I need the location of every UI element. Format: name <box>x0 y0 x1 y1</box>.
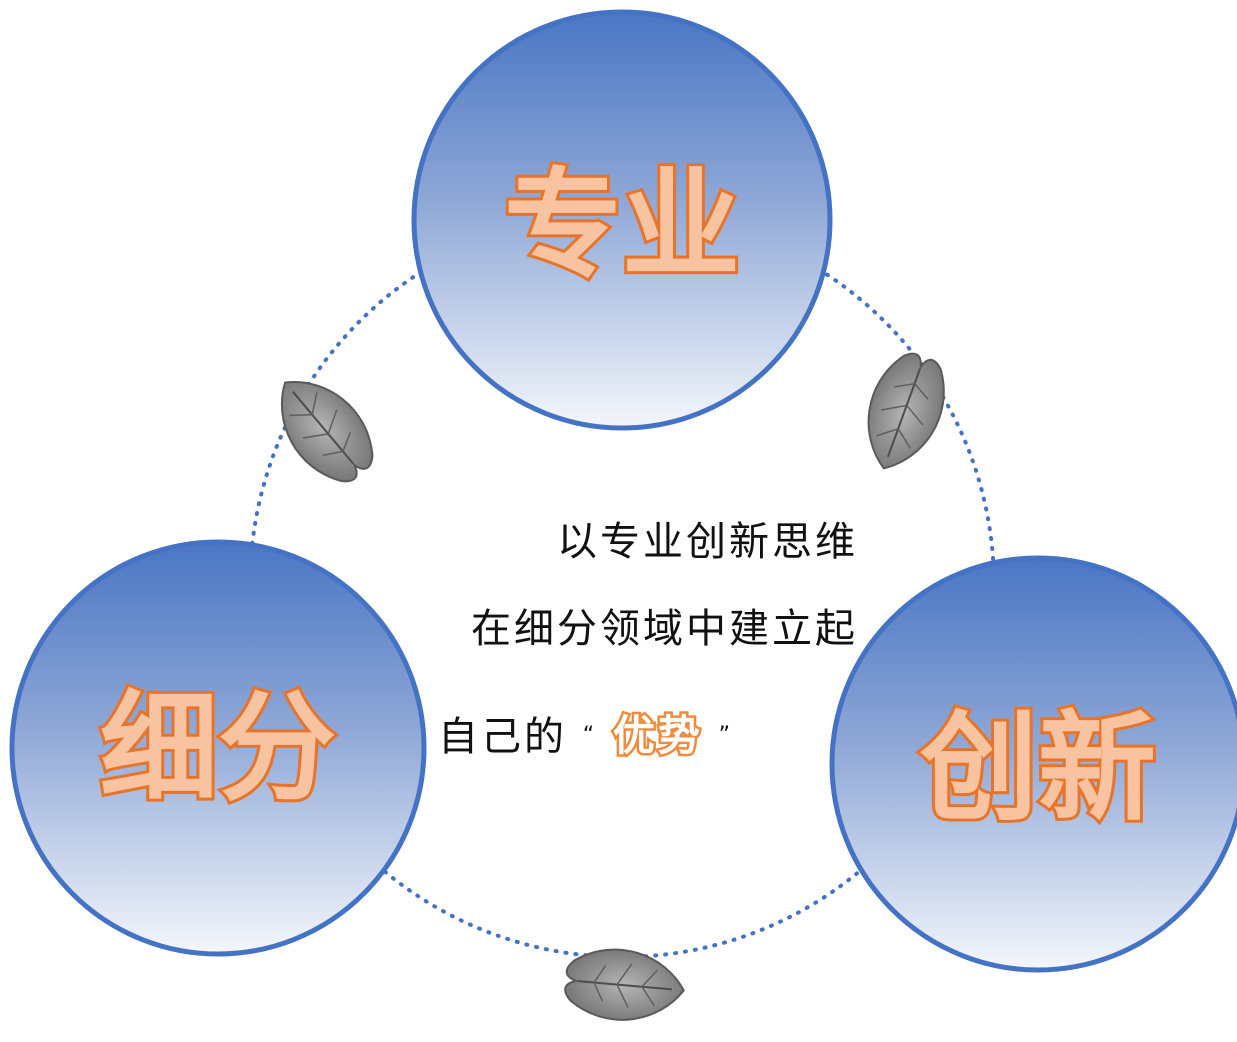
center-caption: 以专业创新思维 在细分领域中建立起 自己的 “ 优势 ” <box>438 519 858 763</box>
node-right-circle <box>829 555 1237 973</box>
leaf-icon <box>867 352 945 470</box>
caption-line-3: 自己的 “ 优势 ” <box>438 706 733 760</box>
caption-line-2: 在细分领域中建立起 <box>471 606 858 652</box>
caption-line-1: 以专业创新思维 <box>557 519 858 565</box>
caption-line-3-prefix: 自己的 <box>438 714 567 760</box>
node-left-label: 细分 <box>100 679 336 817</box>
node-top-circle <box>411 9 833 431</box>
caption-close-quote: ” <box>719 723 733 748</box>
caption-highlight: 优势 <box>613 711 703 760</box>
leaf-icon <box>280 380 374 483</box>
node-top: 专业 <box>411 9 833 431</box>
node-right-label: 创新 <box>920 699 1156 837</box>
node-top-label: 专业 <box>504 156 740 294</box>
caption-open-quote: “ <box>583 723 597 748</box>
node-right: 创新 <box>829 555 1237 973</box>
leaf-icon <box>564 948 685 1021</box>
node-left-circle <box>9 539 427 957</box>
node-left: 细分 <box>9 539 427 957</box>
